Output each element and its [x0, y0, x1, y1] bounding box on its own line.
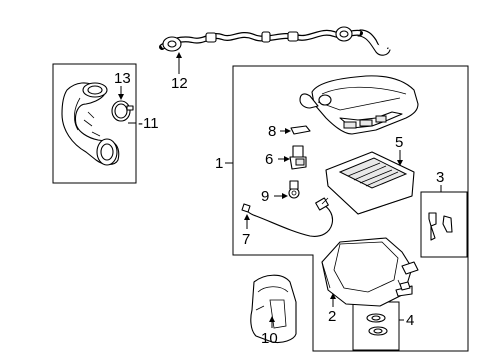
- callout-13: 13: [114, 70, 131, 87]
- grommet-kit-frame: [352, 301, 400, 351]
- callout-1: 1: [215, 155, 223, 172]
- callout-4: 4: [406, 312, 414, 329]
- resonator-duct: [250, 274, 297, 344]
- air-cleaner-cover: [299, 75, 419, 135]
- air-cleaner-assembly-frame: [232, 65, 469, 352]
- sensor-screw: [288, 180, 300, 199]
- callout-8: 8: [268, 123, 276, 140]
- housing-clips: [428, 212, 453, 241]
- duct-clamp: [111, 100, 134, 122]
- label-tag: [290, 125, 311, 135]
- callout-7: 7: [242, 231, 250, 248]
- callout-12: 12: [171, 75, 188, 92]
- air-filter-element: [325, 151, 415, 215]
- grommets: [366, 313, 388, 336]
- intake-duct: [61, 82, 120, 166]
- lower-air-cleaner-housing: [321, 237, 419, 307]
- callout-5: 5: [395, 134, 403, 151]
- callout-6: 6: [265, 151, 273, 168]
- callout-9: 9: [261, 188, 269, 205]
- mass-airflow-sensor: [289, 145, 307, 170]
- callout-2: 2: [328, 308, 336, 325]
- callout-10: 10: [261, 330, 278, 347]
- sensor-harness: [241, 197, 334, 237]
- clip-kit-frame: [420, 191, 468, 258]
- upper-vent-hose: [159, 26, 391, 56]
- callout-3: 3: [436, 169, 444, 186]
- callout-11: -11: [138, 115, 159, 132]
